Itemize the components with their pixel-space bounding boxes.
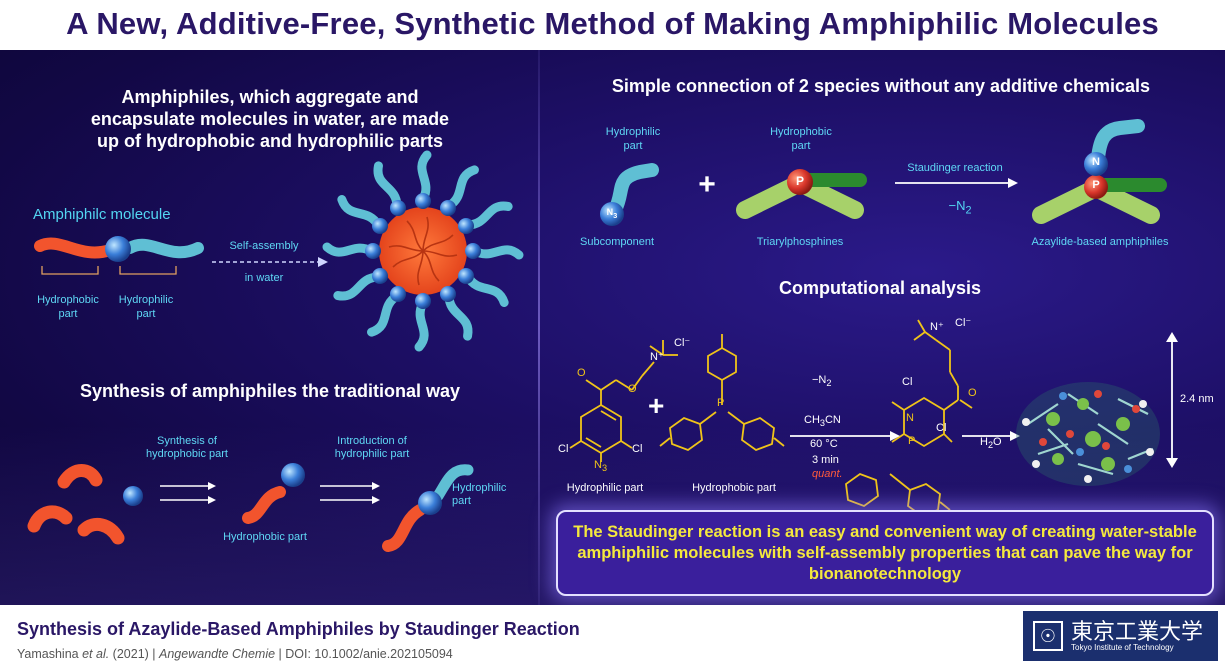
panel-divider [538, 50, 540, 605]
intro-text: Amphiphiles, which aggregate and encapsu… [40, 86, 500, 152]
intro-line-3: up of hydrophobic and hydrophilic parts [97, 131, 443, 151]
paper-title: Synthesis of Azaylide-Based Amphiphiles … [17, 619, 580, 639]
atom-n-product: N [1092, 156, 1100, 168]
atom-n3: N3 [606, 207, 618, 220]
computational-heading: Computational analysis [778, 278, 982, 298]
traditional-heading: Synthesis of amphiphiles the traditional… [79, 381, 461, 401]
citation: Yamashina et al. (2021) | Angewandte Che… [17, 647, 453, 661]
amphiphilic-molecule [34, 236, 204, 275]
chem-temp: 60 °C [810, 438, 838, 450]
chem-cl-minus-1: Cl⁻ [674, 337, 691, 349]
amphiphilic-molecule-label: Amphiphilc molecule [33, 206, 171, 223]
subcomponent-label: Subcomponent [580, 236, 654, 248]
chem-n: N [906, 412, 914, 424]
chem-cl-3: Cl [902, 376, 913, 388]
chem-minus-n2: −N2 [812, 374, 832, 389]
chem-solvent: CH3CN [804, 414, 841, 429]
minus-n2-label: −N2 [948, 198, 972, 217]
chem-n3: N3 [594, 459, 608, 474]
chemical-structures [569, 319, 973, 518]
chem-hydrophilic-label: Hydrophilic part [566, 482, 644, 494]
chem-o-2: O [628, 383, 637, 395]
chem-h2o: H2O [980, 436, 1002, 451]
right-heading: Simple connection of 2 species without a… [611, 76, 1151, 96]
logo-en: Tokyo Institute of Technology [1071, 642, 1174, 652]
footer: Synthesis of Azaylide-Based Amphiphiles … [0, 605, 1225, 672]
chem-plus: + [648, 390, 665, 421]
chem-cl-1: Cl [558, 443, 569, 455]
infographic-panel: Amphiphiles, which aggregate and encapsu… [0, 50, 1225, 605]
chem-p-2: P [908, 435, 916, 447]
conclusion-text: The Staudinger reaction is an easy and c… [573, 522, 1197, 583]
size-label: 2.4 nm [1180, 393, 1214, 405]
chem-n-plus-2: N⁺ [930, 321, 944, 333]
hydrophobic-part-label-2: Hydrophobic part [223, 531, 307, 543]
chem-quant: quant. [812, 468, 843, 480]
chem-cl-2: Cl [632, 443, 643, 455]
atom-p: P [795, 174, 804, 188]
chem-cl-4: Cl [936, 422, 947, 434]
triarylphosphines-label: Triarylphosphines [756, 236, 844, 248]
chem-time: 3 min [812, 454, 839, 466]
page-title: A New, Additive-Free, Synthetic Method o… [66, 6, 1159, 41]
chem-hydrophobic-label: Hydrophobic part [692, 482, 776, 494]
reaction-scheme [600, 119, 1167, 226]
micelle [322, 150, 524, 352]
conclusion-box: The Staudinger reaction is an easy and c… [556, 510, 1214, 596]
university-logo: ☉ 東京工業大学 Tokyo Institute of Technology [1023, 611, 1218, 661]
chem-o-3: O [968, 387, 977, 399]
diagram-graphics [27, 119, 1178, 552]
simulation-cluster [1016, 382, 1160, 486]
intro-line-2: encapsulate molecules in water, are made [90, 109, 450, 129]
chem-o-1: O [577, 367, 586, 379]
chem-cl-minus-2: Cl⁻ [955, 317, 972, 329]
azaylide-label: Azaylide-based amphiphiles [1031, 236, 1169, 248]
chem-n-plus-1: N⁺ [650, 351, 664, 363]
traditional-synthesis [27, 463, 474, 552]
staudinger-label: Staudinger reaction [907, 162, 1003, 174]
plus-sign: + [698, 168, 716, 201]
chem-p-1: P [717, 397, 725, 409]
logo-jp: 東京工業大学 [1071, 618, 1204, 644]
atom-p-product: P [1092, 179, 1100, 191]
intro-line-1: Amphiphiles, which aggregate and [121, 87, 419, 107]
logo-mark-icon: ☉ [1033, 621, 1063, 651]
in-water-label: in water [244, 272, 284, 284]
self-assembly-label: Self-assembly [229, 240, 299, 252]
